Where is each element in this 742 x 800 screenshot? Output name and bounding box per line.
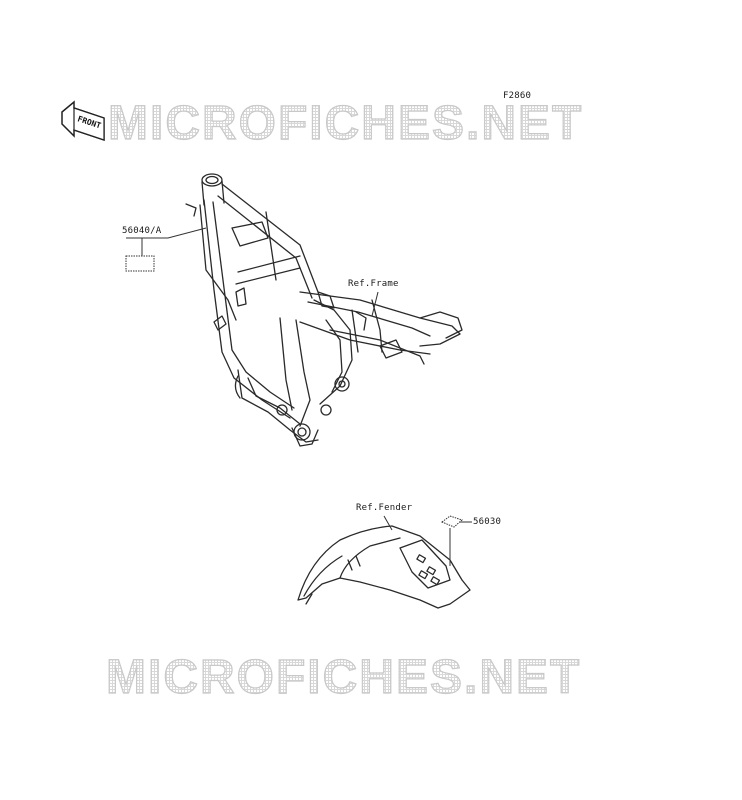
watermark-bottom: MICROFICHES.NET — [105, 650, 582, 705]
callout-ref-frame: Ref.Frame — [348, 279, 399, 289]
callout-ref-fender: Ref.Fender — [356, 503, 413, 513]
label-sticker-56030 — [441, 515, 463, 528]
label-sticker-56040a — [125, 255, 155, 272]
callout-56030: 56030 — [473, 517, 502, 527]
front-arrow-icon: FRONT — [61, 100, 105, 142]
callout-56040a: 56040/A — [122, 226, 162, 236]
watermark-top: MICROFICHES.NET — [107, 96, 584, 151]
